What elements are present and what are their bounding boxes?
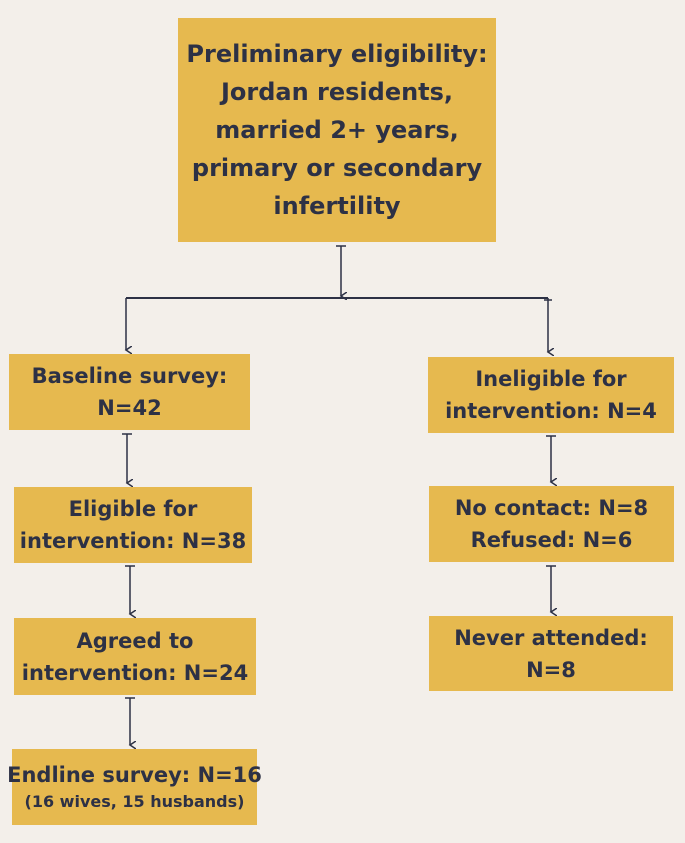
preliminary-line-4: primary or secondary [191,154,483,182]
baseline-survey-count: N=42 [97,396,162,420]
connector-preliminary-to-split [336,245,346,296]
preliminary-line-2: Jordan residents, [220,78,454,106]
preliminary-line-3: married 2+ years, [215,116,459,144]
preliminary-eligibility-box: Preliminary eligibility: Jordan resident… [178,18,496,242]
ineligible-box: Ineligible for intervention: N=4 [428,357,674,433]
ineligible-title: Ineligible for [475,367,627,391]
eligible-title: Eligible for [68,497,198,521]
baseline-survey-box: Baseline survey: N=42 [9,354,250,430]
endline-survey-count: Endline survey: N=16 [7,763,262,787]
agreed-box: Agreed to intervention: N=24 [14,618,256,695]
connector-baseline-to-eligible [122,433,132,483]
preliminary-line-1: Preliminary eligibility: [186,40,488,68]
eligible-box: Eligible for intervention: N=38 [14,487,252,563]
connector-agreed-to-endline [125,697,135,745]
ineligible-count: intervention: N=4 [445,399,657,423]
connector-no-contact-to-never-attended [546,565,556,612]
never-attended-box: Never attended: N=8 [429,616,673,691]
never-attended-count: N=8 [526,657,576,682]
endline-survey-box: Endline survey: N=16 (16 wives, 15 husba… [7,749,262,825]
no-contact-count: No contact: N=8 [454,496,649,520]
never-attended-title: Never attended: [454,625,648,650]
connector-split-to-ineligible [544,298,552,352]
no-contact-refused-box: No contact: N=8 Refused: N=6 [429,486,674,562]
eligible-count: intervention: N=38 [19,529,247,553]
connector-eligible-to-agreed [125,565,135,614]
agreed-count: intervention: N=24 [21,660,249,685]
agreed-title: Agreed to [76,628,194,653]
connector-ineligible-to-no-contact [546,435,556,482]
preliminary-line-5: infertility [273,192,401,220]
baseline-survey-title: Baseline survey: [31,364,228,388]
endline-survey-breakdown: (16 wives, 15 husbands) [24,792,245,811]
refused-count: Refused: N=6 [470,528,633,552]
